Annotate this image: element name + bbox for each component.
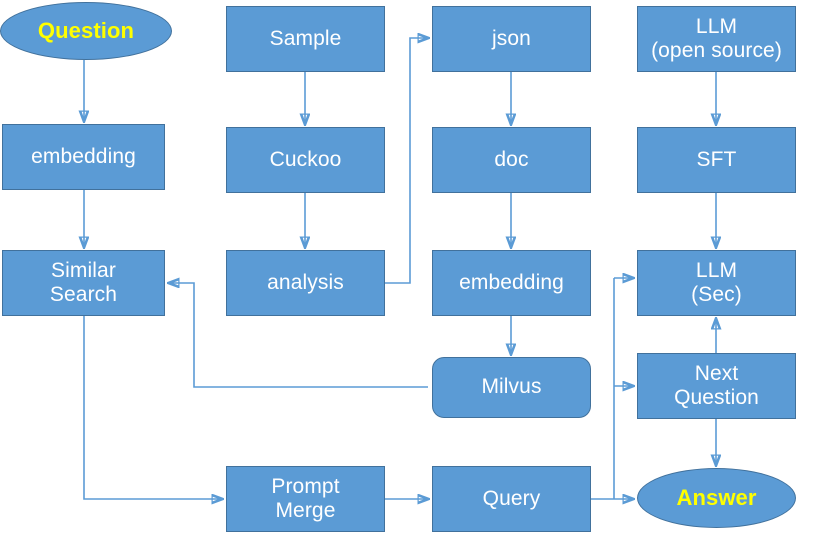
node-embedding-doc[interactable]: embedding: [432, 250, 591, 316]
node-similar-search[interactable]: Similar Search: [2, 250, 165, 316]
node-embedding-question[interactable]: embedding: [2, 124, 165, 190]
node-query[interactable]: Query: [432, 466, 591, 532]
edge-similar-prompt: [83, 316, 222, 499]
node-question[interactable]: Question: [0, 2, 172, 60]
node-llm-sec[interactable]: LLM (Sec): [637, 250, 796, 316]
node-next-question[interactable]: Next Question: [637, 353, 796, 419]
node-answer[interactable]: Answer: [637, 468, 796, 528]
node-cuckoo[interactable]: Cuckoo: [226, 127, 385, 193]
node-prompt-merge[interactable]: Prompt Merge: [226, 466, 385, 532]
node-doc[interactable]: doc: [432, 127, 591, 193]
node-milvus[interactable]: Milvus: [432, 357, 591, 418]
node-llm-open-source[interactable]: LLM (open source): [637, 6, 796, 72]
node-sample[interactable]: Sample: [226, 6, 385, 72]
node-json[interactable]: json: [432, 6, 591, 72]
node-sft[interactable]: SFT: [637, 127, 796, 193]
node-analysis[interactable]: analysis: [226, 250, 385, 316]
edge-analysis-json: [385, 38, 428, 284]
